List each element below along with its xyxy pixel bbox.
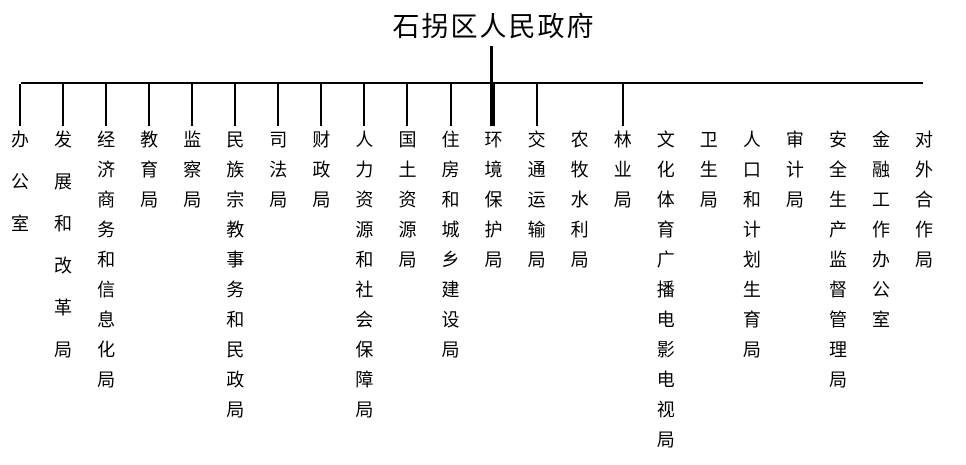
branch-connector-line [191,84,194,126]
department-label: 卫生局 [696,130,718,220]
department-label: 人口和计划生育局 [739,130,761,370]
department-label: 审计局 [782,130,804,220]
branch-connector-line [449,84,452,126]
branch-connector-line [62,84,65,126]
department-label: 安全生产监督管理局 [825,130,847,400]
department-label: 林业局 [610,130,632,220]
horizontal-rail-line [21,82,923,84]
department-label: 民族宗教事务和民政局 [223,130,245,430]
branch-connector-line [320,84,323,126]
department-label: 办公室 [8,130,29,256]
chart-title: 石拐区人民政府 [392,12,596,43]
department-label: 交通运输局 [524,130,546,280]
department-label: 财政局 [309,130,331,220]
department-label: 农牧水利局 [567,130,589,280]
root-connector-line [490,46,493,126]
department-label: 发展和改革局 [51,130,73,382]
department-label: 金融工作办公室 [869,130,890,340]
department-label: 人力资源和社会保障局 [352,130,374,430]
branch-connector-line [535,84,538,126]
department-label: 环境保护局 [481,130,503,280]
department-label: 住房和城乡建设局 [438,130,460,370]
branch-connector-line [234,84,237,126]
branch-connector-line [105,84,108,126]
branch-connector-line [492,84,495,126]
department-label: 监察局 [180,130,202,220]
branch-connector-line [363,84,366,126]
department-label: 教育局 [137,130,159,220]
department-label: 经济商务和信息化局 [94,130,116,400]
department-label: 文化体育广播电影电视局 [653,130,675,460]
department-label: 司法局 [266,130,288,220]
branch-connector-line [277,84,280,126]
branch-connector-line [621,84,624,126]
department-label: 国土资源局 [395,130,417,280]
branch-connector-line [148,84,151,126]
branch-connector-line [406,84,409,126]
department-label: 对外合作局 [912,130,934,280]
branch-connector-line [19,84,21,126]
